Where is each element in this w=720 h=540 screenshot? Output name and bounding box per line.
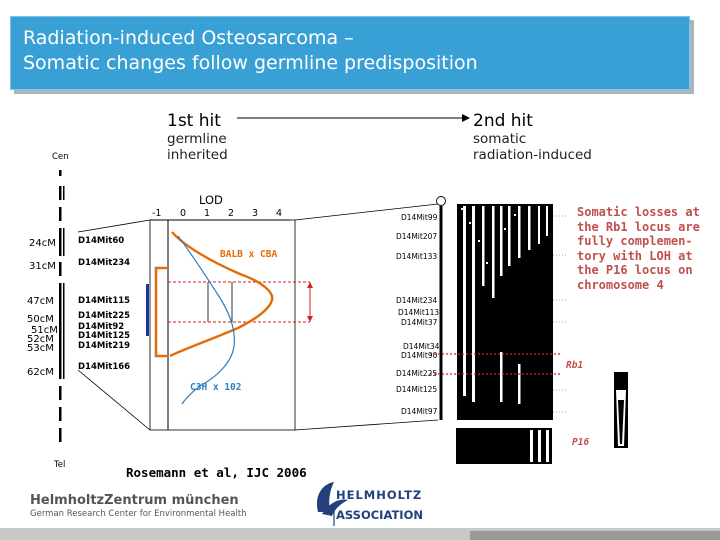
marker-right-9: D14Mit225 — [396, 369, 438, 378]
marker-right-5: D14Mit113 — [398, 308, 440, 317]
balb-label: BALB x CBA — [220, 249, 278, 260]
hit-arrow-head — [462, 114, 470, 122]
second-hit-heading: 2nd hit — [473, 111, 533, 131]
right-chromosome — [436, 196, 446, 420]
lod-tick-2: 2 — [228, 208, 235, 219]
cm-53: 53cM — [27, 343, 54, 354]
first-hit-heading: 1st hit — [167, 111, 221, 131]
note-line-2: the Rb1 locus are — [577, 219, 700, 234]
left-chromosome — [59, 170, 65, 442]
lod-plot — [146, 219, 313, 431]
note-line-4: tory with LOH at — [577, 248, 693, 263]
p16-chromosome — [614, 372, 628, 448]
lod-tick-0: 0 — [180, 208, 187, 219]
helmholtz-zentrum-name: HelmholtzZentrum münchen — [30, 493, 239, 508]
marker-right-11: D14Mit97 — [401, 407, 438, 416]
marker-left-3: D14Mit115 — [78, 296, 131, 306]
helmholtz-association-line1: HELMHOLTZ — [336, 488, 423, 502]
cm-47: 47cM — [27, 296, 54, 307]
c3h-bracket — [146, 284, 149, 336]
note-line-1: Somatic losses at — [577, 205, 700, 219]
p16-panel — [456, 428, 552, 464]
note-line-6: chromosome 4 — [577, 277, 664, 292]
lod-tick-3: 3 — [252, 208, 259, 219]
lod-tick-neg1: -1 — [152, 208, 162, 219]
marker-left-8: D14Mit166 — [78, 362, 131, 372]
cen-label: Cen — [52, 152, 69, 162]
c3h-label: C3H x 102 — [190, 382, 242, 393]
cm-31: 31cM — [29, 261, 56, 272]
marker-left-7: D14Mit219 — [78, 341, 131, 351]
c3h-curve — [177, 235, 235, 405]
marker-left-4: D14Mit225 — [78, 311, 131, 321]
title-banner: Radiation-induced Osteosarcoma – Somatic… — [10, 16, 690, 90]
p16-label: P16 — [572, 437, 590, 448]
title-line-2: Somatic changes follow germline predispo… — [23, 52, 478, 74]
lod-title: LOD — [199, 193, 223, 207]
lod-tick-1: 1 — [204, 208, 211, 219]
first-hit-line1: germline — [167, 131, 227, 147]
footer-bar-accent — [470, 531, 720, 540]
balb-bracket — [154, 266, 168, 358]
rb1-label: Rb1 — [566, 360, 584, 371]
marker-right-6: D14Mit37 — [401, 318, 438, 327]
marker-left-1: D14Mit60 — [78, 236, 125, 246]
marker-right-8: D14Mit90 — [401, 351, 438, 360]
helmholtz-zentrum-subtitle: German Research Center for Environmental… — [30, 509, 247, 519]
cm-50: 50cM — [27, 314, 54, 325]
marker-right-2: D14Mit207 — [396, 232, 438, 241]
note-line-5: the P16 locus on — [577, 263, 693, 277]
marker-right-3: D14Mit133 — [396, 252, 438, 261]
first-hit-line2: inherited — [167, 147, 228, 163]
note-line-3: fully complemen- — [577, 234, 693, 248]
second-hit-line1: somatic — [473, 131, 527, 147]
marker-left-2: D14Mit234 — [78, 258, 131, 268]
balb-curve — [169, 231, 274, 358]
loh-panel — [430, 204, 566, 420]
marker-right-1: D14Mit99 — [401, 213, 438, 222]
title-line-1: Radiation-induced Osteosarcoma – — [23, 27, 354, 49]
marker-left-5: D14Mit92 — [78, 322, 125, 332]
tel-label: Tel — [54, 460, 66, 470]
cm-62: 62cM — [27, 367, 54, 378]
cm-51: 51cM — [31, 325, 58, 336]
cm-52: 52cM — [27, 334, 54, 345]
citation: Rosemann et al, IJC 2006 — [126, 465, 307, 480]
cm-24: 24cM — [29, 238, 56, 249]
marker-left-6: D14Mit125 — [78, 331, 131, 341]
marker-right-10: D14Mit125 — [396, 385, 438, 394]
helmholtz-association-logo — [316, 482, 348, 526]
lod-tick-4: 4 — [276, 208, 283, 219]
second-hit-line2: radiation-induced — [473, 147, 592, 163]
marker-right-7: D14Mit34 — [403, 342, 440, 351]
helmholtz-association-line2: ASSOCIATION — [336, 508, 423, 522]
marker-right-4: D14Mit234 — [396, 296, 438, 305]
note-text: Somatic losses at the Rb1 locus are full… — [577, 205, 700, 292]
